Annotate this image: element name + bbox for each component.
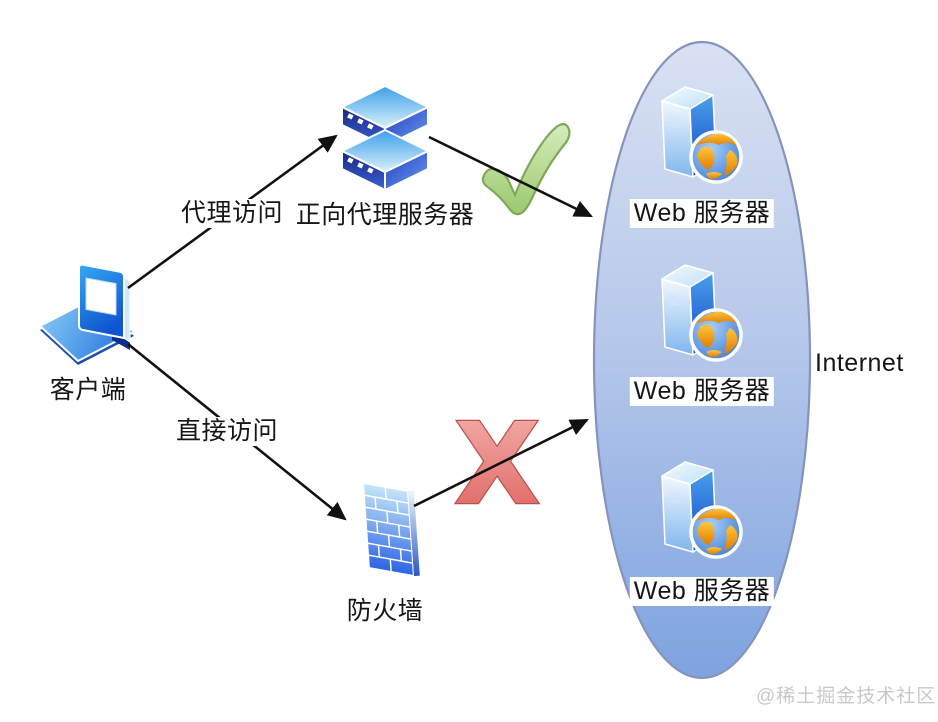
- arrow-proxy-to-internet: [428, 135, 593, 218]
- proxy-label: 正向代理服务器: [295, 201, 475, 229]
- server-stack-icon: [341, 85, 429, 191]
- arrow-firewall-to-internet: [413, 418, 589, 508]
- edge-label-proxy-access: 代理访问: [176, 199, 288, 228]
- client-label: 客户端: [49, 376, 127, 404]
- laptop-icon: [39, 263, 135, 365]
- watermark: @稀土掘金技术社区: [756, 686, 937, 707]
- firewall-label: 防火墙: [346, 597, 424, 625]
- edge-label-direct-access: 直接访问: [171, 417, 283, 446]
- web-server-label-3: Web 服务器: [629, 577, 775, 606]
- web-server-label-1: Web 服务器: [629, 199, 775, 228]
- check-icon: [481, 123, 571, 216]
- web-server-label-2: Web 服务器: [629, 377, 775, 406]
- brick-wall-icon: [363, 483, 420, 577]
- internet-label: Internet: [815, 349, 904, 377]
